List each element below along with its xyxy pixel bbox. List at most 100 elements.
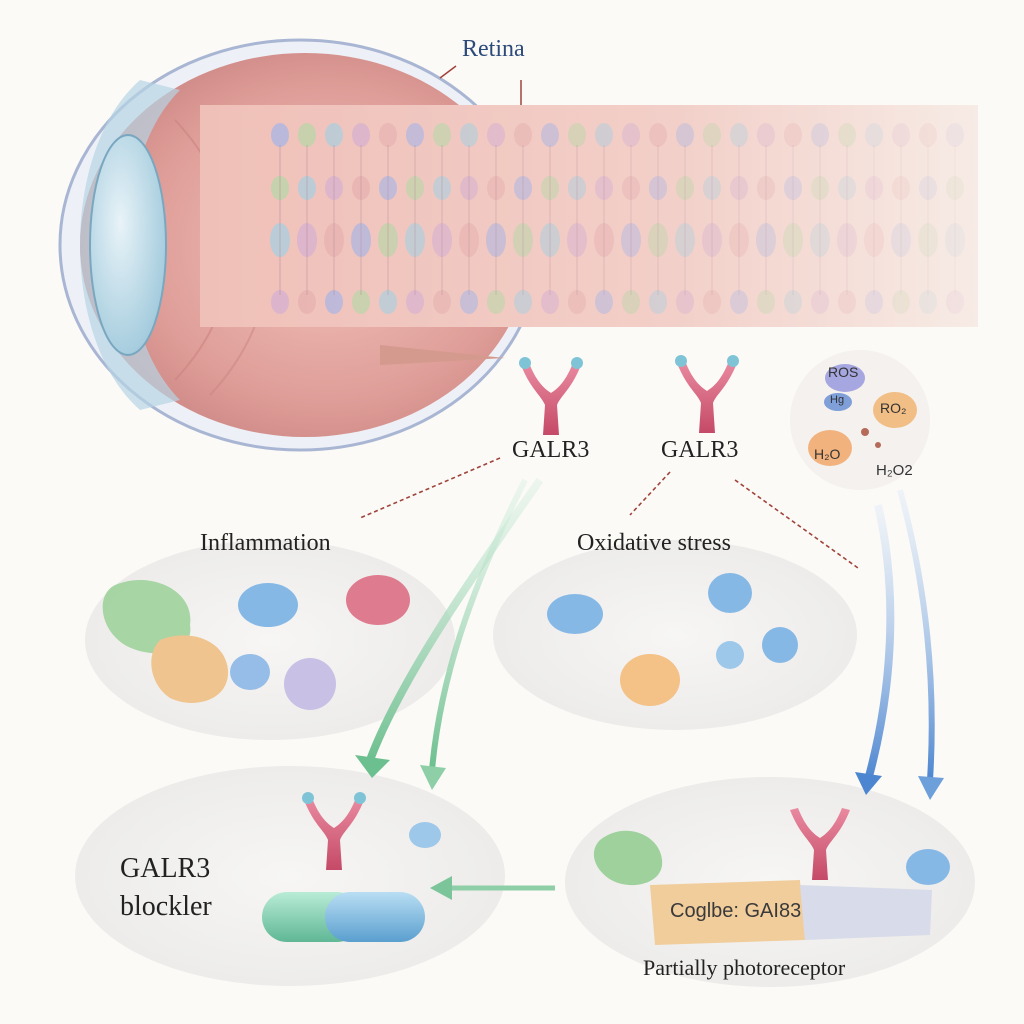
retina-cell bbox=[703, 123, 721, 147]
retina-cell bbox=[864, 223, 884, 257]
retina-cell bbox=[352, 290, 370, 314]
hg-label: Hg bbox=[830, 394, 845, 406]
retina-cell bbox=[352, 123, 370, 147]
retina-strip bbox=[200, 105, 978, 365]
retina-cell bbox=[406, 176, 424, 200]
retina-cell bbox=[325, 123, 343, 147]
h2o2-label: H₂O2 bbox=[876, 462, 913, 479]
retina-cell bbox=[595, 123, 613, 147]
retina-cell bbox=[379, 123, 397, 147]
galr3-label-left: GALR3 bbox=[512, 437, 590, 463]
oxidative-stress-label: Oxidative stress bbox=[577, 530, 731, 556]
galr3-blocker-line2: blockler bbox=[120, 891, 212, 922]
oxidative-stress-panel bbox=[493, 540, 857, 730]
galr3-blocker-line1: GALR3 bbox=[120, 853, 211, 884]
retina-cell bbox=[729, 223, 749, 257]
retina-cell bbox=[406, 290, 424, 314]
retina-cell bbox=[351, 223, 371, 257]
retina-cell bbox=[568, 176, 586, 200]
retina-cell bbox=[406, 123, 424, 147]
retina-cell bbox=[648, 223, 668, 257]
retina-cell bbox=[487, 176, 505, 200]
retina-cell bbox=[676, 290, 694, 314]
retina-cell bbox=[811, 176, 829, 200]
partially-photoreceptor-label: Partially photoreceptor bbox=[643, 955, 846, 980]
retina-cell bbox=[649, 123, 667, 147]
retina-cell bbox=[675, 223, 695, 257]
retina-cell bbox=[757, 176, 775, 200]
retina-cell bbox=[838, 176, 856, 200]
retina-cell bbox=[540, 223, 560, 257]
retina-cell bbox=[460, 123, 478, 147]
retina-cell bbox=[730, 123, 748, 147]
retina-cell bbox=[811, 290, 829, 314]
retina-cell bbox=[298, 290, 316, 314]
retina-cell bbox=[919, 290, 937, 314]
retina-cell bbox=[946, 123, 964, 147]
retina-cell bbox=[487, 123, 505, 147]
retina-cell bbox=[325, 176, 343, 200]
retina-cell bbox=[324, 223, 344, 257]
retina-cell bbox=[892, 290, 910, 314]
retina-cell bbox=[621, 223, 641, 257]
retina-cell bbox=[892, 123, 910, 147]
inflammation-label: Inflammation bbox=[200, 530, 331, 556]
retina-cell bbox=[676, 123, 694, 147]
retina-cell bbox=[649, 290, 667, 314]
retina-cell bbox=[838, 290, 856, 314]
retina-cell bbox=[649, 176, 667, 200]
retina-cell bbox=[784, 290, 802, 314]
retina-cell bbox=[513, 223, 533, 257]
retina-cell bbox=[622, 176, 640, 200]
photoreceptor-panel bbox=[565, 777, 975, 987]
retina-cell bbox=[837, 223, 857, 257]
green-arrow bbox=[355, 477, 544, 790]
retina-cell bbox=[567, 223, 587, 257]
retina-cell bbox=[919, 176, 937, 200]
retina-cell bbox=[568, 123, 586, 147]
retina-cell bbox=[460, 176, 478, 200]
retina-cell bbox=[271, 123, 289, 147]
retina-cell bbox=[460, 290, 478, 314]
retina-cell bbox=[405, 223, 425, 257]
retina-cell bbox=[298, 176, 316, 200]
retina-cell bbox=[486, 223, 506, 257]
retina-cell bbox=[676, 176, 694, 200]
retina-cell bbox=[541, 176, 559, 200]
blue-arrow bbox=[855, 489, 944, 800]
retina-cell bbox=[810, 223, 830, 257]
retina-cell bbox=[514, 176, 532, 200]
ros-label: ROS bbox=[828, 364, 859, 380]
retina-cell bbox=[702, 223, 722, 257]
green-left-arrow bbox=[430, 876, 555, 900]
retina-cell bbox=[783, 223, 803, 257]
retina-pointer bbox=[439, 65, 457, 79]
retina-cell bbox=[298, 123, 316, 147]
retina-cell bbox=[730, 176, 748, 200]
retina-label: Retina bbox=[462, 36, 525, 62]
galr3-receptor-icon bbox=[519, 357, 583, 435]
retina-cell bbox=[514, 290, 532, 314]
retina-cell bbox=[432, 223, 452, 257]
retina-cell bbox=[703, 176, 721, 200]
ros-molecules-cluster bbox=[790, 350, 930, 490]
retina-cell bbox=[784, 176, 802, 200]
retina-cell bbox=[784, 123, 802, 147]
galr3-blocker-label: GALR3 blockler bbox=[120, 850, 212, 926]
retina-cell bbox=[594, 223, 614, 257]
retina-cell bbox=[757, 123, 775, 147]
retina-cell bbox=[946, 176, 964, 200]
retina-cell bbox=[568, 290, 586, 314]
retina-cell bbox=[865, 290, 883, 314]
galr3-label-right: GALR3 bbox=[661, 437, 739, 463]
ro2-label: RO₂ bbox=[880, 400, 907, 416]
retina-cell bbox=[487, 290, 505, 314]
retina-cell bbox=[297, 223, 317, 257]
retina-cell bbox=[379, 176, 397, 200]
blocker-panel bbox=[75, 766, 505, 986]
retina-cell bbox=[325, 290, 343, 314]
inflammation-panel bbox=[85, 540, 455, 740]
retina-cell bbox=[379, 290, 397, 314]
retina-cell bbox=[838, 123, 856, 147]
